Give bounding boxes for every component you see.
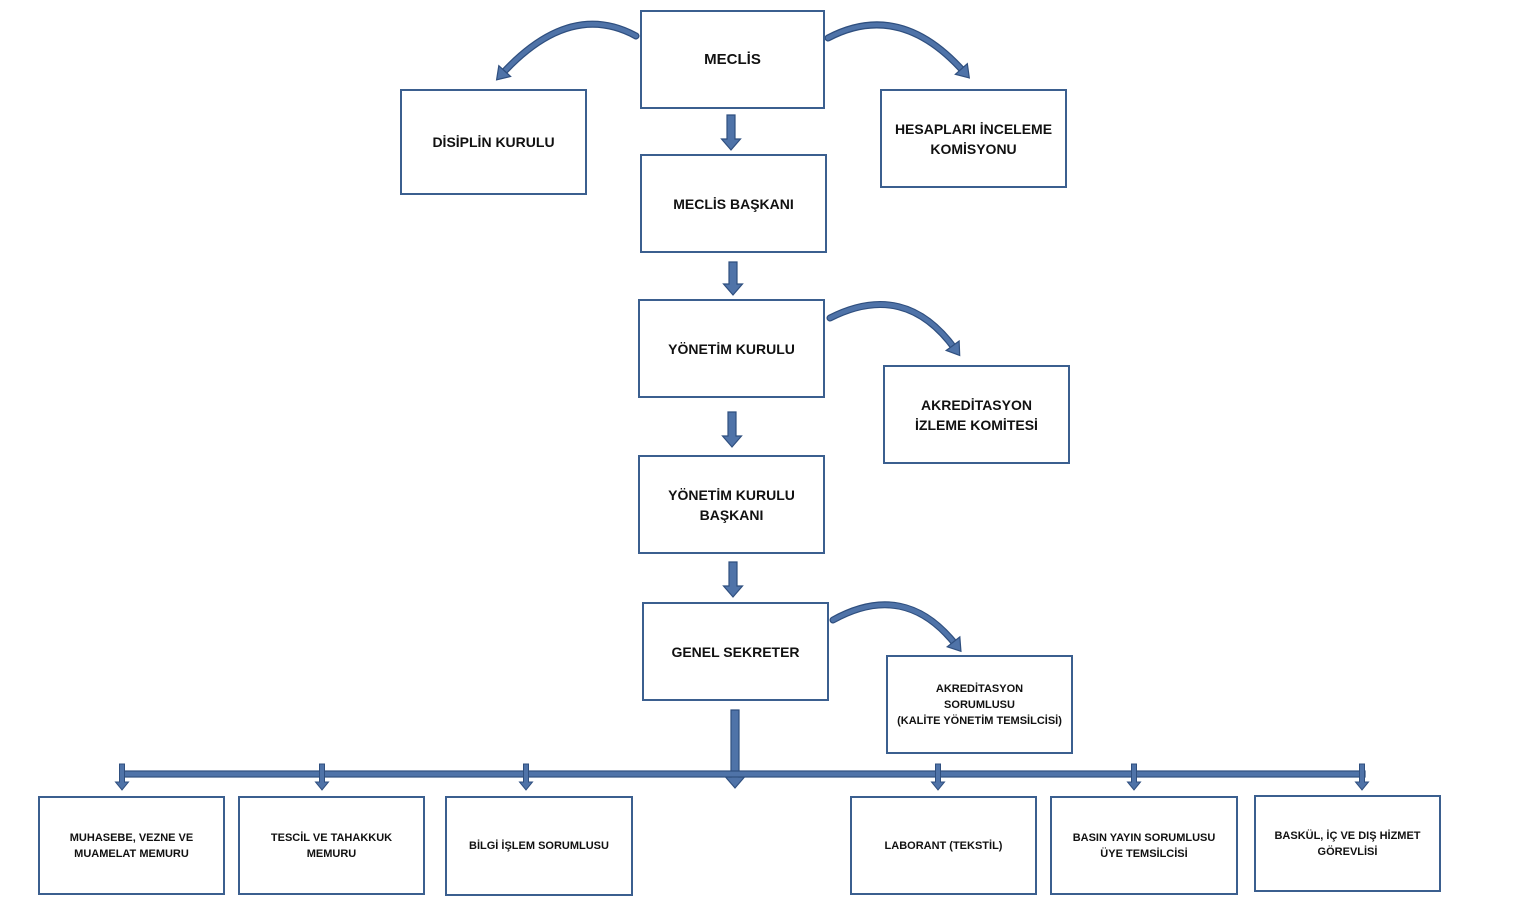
box-label-line: GENEL SEKRETER — [671, 643, 800, 660]
box-label-line: AKREDİTASYON — [935, 682, 1024, 695]
arrow-ykb-to-gs — [722, 561, 744, 598]
arrow-bus-drop-5 — [1354, 763, 1370, 791]
box-label-line: YÖNETİM KURULU — [668, 486, 795, 503]
box-label-line: (KALİTE YÖNETİM TEMSİLCİSİ) — [897, 714, 1062, 727]
arrow-bus-drop-1 — [314, 763, 330, 791]
box-label-line: ÜYE TEMSİLCİSİ — [1100, 847, 1188, 860]
box-label-line: MECLİS — [704, 50, 761, 68]
box-basin-yayin-sorumlusu: BASIN YAYIN SORUMLUSU ÜYE TEMSİLCİSİ — [1050, 796, 1238, 895]
box-tescil-ve-tahakkuk-memuru: TESCİL VE TAHAKKUK MEMURU — [238, 796, 425, 895]
arrow-meclis-to-baskan — [720, 114, 742, 151]
box-yonetim-kurulu-baskani: YÖNETİM KURULU BAŞKANI — [638, 455, 825, 554]
arrow-bus-drop-4 — [1126, 763, 1142, 791]
arrow-bus-drop-0 — [114, 763, 130, 791]
box-akreditasyon-izleme-komitesi: AKREDİTASYON İZLEME KOMİTESİ — [883, 365, 1070, 464]
box-label-line: MUHASEBE, VEZNE VE — [69, 831, 194, 844]
box-label-line: AKREDİTASYON — [921, 396, 1032, 413]
box-hesaplari-inceleme-komisyonu: HESAPLARI İNCELEME KOMİSYONU — [880, 89, 1067, 188]
box-label-line: MUAMELAT MEMURU — [74, 847, 189, 860]
box-meclis-baskani: MECLİS BAŞKANI — [640, 154, 827, 253]
arrow-meclis-to-hesaplari — [824, 21, 968, 76]
box-label-line: GÖREVLİSİ — [1317, 845, 1378, 858]
box-bilgi-islem-sorumlusu: BİLGİ İŞLEM SORUMLUSU — [445, 796, 633, 896]
arrow-meclis-to-disiplin-fill — [499, 22, 639, 77]
arrow-bus-drop-2 — [518, 763, 534, 791]
box-label-line: İZLEME KOMİTESİ — [915, 416, 1038, 433]
box-label-line: KOMİSYONU — [930, 140, 1017, 157]
arrow-bus-drop-3 — [930, 763, 946, 791]
arrow-yk-to-akreditasyon-izleme-fill — [827, 302, 958, 352]
box-muhasebe-vezne-muamelat-memuru: MUHASEBE, VEZNE VE MUAMELAT MEMURU — [38, 796, 225, 895]
arrow-gs-to-akreditasyon-sorumlusu-head — [945, 635, 962, 653]
box-meclis: MECLİS — [640, 10, 825, 109]
box-label-line: TESCİL VE TAHAKKUK — [270, 831, 393, 844]
box-label-line: MECLİS BAŞKANI — [673, 195, 794, 212]
box-label-line: BİLGİ İŞLEM SORUMLUSU — [469, 840, 609, 852]
arrow-gs-to-akreditasyon-sorumlusu-fill — [830, 602, 959, 648]
arrow-yk-to-ykb — [721, 411, 743, 448]
box-akreditasyon-sorumlusu: AKREDİTASYON SORUMLUSU (KALİTE YÖNETİM TEM… — [886, 655, 1073, 754]
box-label-line: DİSİPLİN KURULU — [432, 134, 555, 150]
box-disiplin-kurulu: DİSİPLİN KURULU — [400, 89, 587, 195]
box-label-line: YÖNETİM KURULU — [668, 340, 795, 357]
box-baskul-ic-dis-hizmet-gorevlisi: BASKÜL, İÇ VE DIŞ HİZMET GÖREVLİSİ — [1254, 795, 1441, 892]
arrow-meclis-to-disiplin — [498, 20, 640, 78]
arrow-meclis-to-hesaplari-head — [954, 62, 971, 79]
arrow-meclis-to-disiplin-head — [495, 64, 512, 81]
arrow-meclis-to-hesaplari-fill — [825, 22, 967, 75]
bus-line — [120, 770, 1366, 778]
box-label-line: BASKÜL, İÇ VE DIŞ HİZMET — [1274, 829, 1421, 842]
arrow-baskan-to-yk — [722, 261, 744, 296]
box-label-line: MEMURU — [306, 847, 357, 860]
box-label-line: LABORANT (TEKSTİL) — [884, 839, 1003, 852]
box-label-line: BAŞKANI — [699, 506, 764, 523]
box-yonetim-kurulu: YÖNETİM KURULU — [638, 299, 825, 398]
box-label-line: HESAPLARI İNCELEME — [894, 120, 1053, 137]
box-label-line: BASIN YAYIN SORUMLUSU — [1072, 831, 1216, 844]
box-laborant-tekstil: LABORANT (TEKSTİL) — [850, 796, 1037, 895]
box-genel-sekreter: GENEL SEKRETER — [642, 602, 829, 701]
box-label-line: SORUMLUSU — [944, 698, 1015, 711]
arrow-yk-to-akreditasyon-izleme-head — [944, 339, 961, 357]
